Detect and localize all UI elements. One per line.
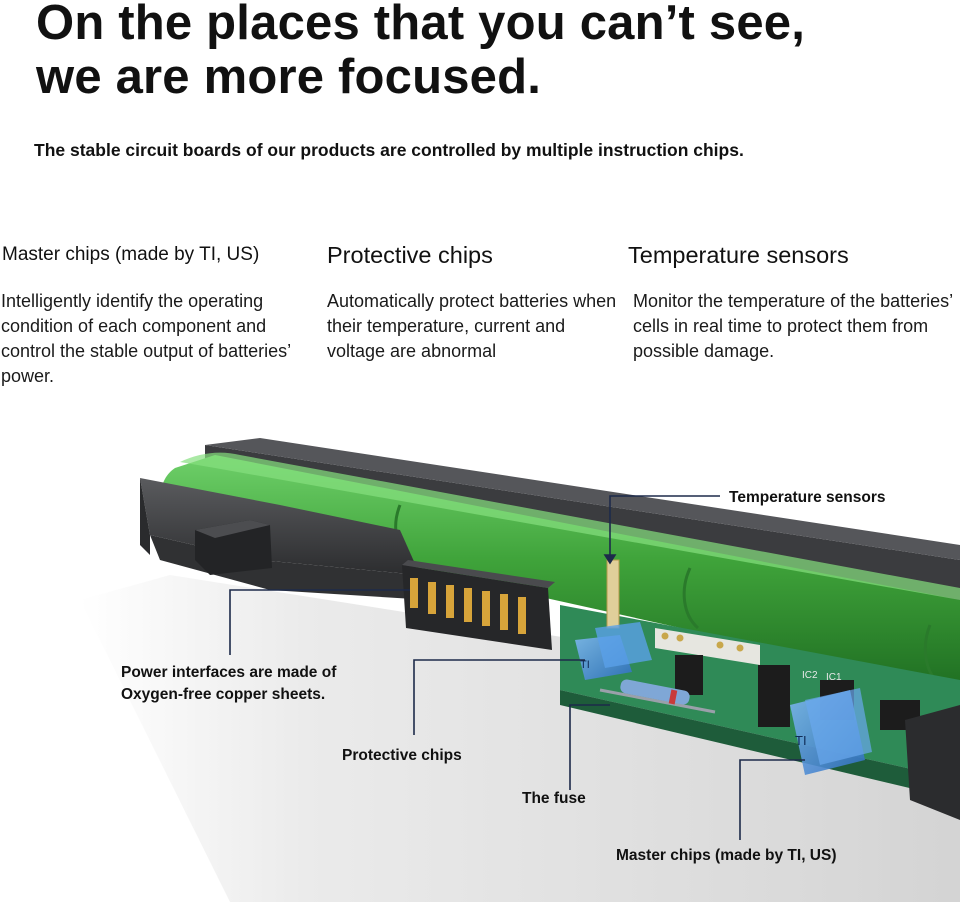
leader-temperature-arrow [603,554,617,565]
callout-master-chips: Master chips (made by TI, US) [616,847,837,864]
callout-protective-chips: Protective chips [342,747,462,764]
feature-desc-protective-chips: Automatically protect batteries when the… [327,291,617,361]
battery-end-cap [905,705,960,820]
feature-desc-master-chips: Intelligently identify the operating con… [1,291,291,386]
leader-protective [413,659,585,735]
protective-chip: TI [575,622,652,680]
feature-title-protective-chips: Protective chips [327,242,493,268]
leader-temperature [609,495,720,560]
power-interface-connector [402,560,555,650]
headline-line-2: we are more focused. [36,50,542,104]
callout-fuse: The fuse [522,790,586,807]
feature-desc-temperature-sensors: Monitor the temperature of the batteries… [633,291,953,361]
master-chip: TI [790,688,872,775]
callout-power-interfaces-line-1: Power interfaces are made of [121,664,337,681]
battery-cutaway-illustration: IC2 IC1 TI TI [80,438,960,902]
temperature-sensor [606,559,620,629]
leader-master [739,759,805,840]
callout-power-interfaces-line-2: Oxygen-free copper sheets. [121,686,325,703]
pcb-label-ic2: IC2 [802,670,818,681]
pcb-label-ic1: IC1 [826,672,842,683]
battery-case-front [140,478,430,600]
callout-temperature-sensors: Temperature sensors [729,489,886,506]
fuse [599,679,716,714]
feature-title-temperature-sensors: Temperature sensors [628,242,849,268]
headline-line-1: On the places that you can’t see, [36,0,806,50]
chip-label-ti-large: TI [795,733,807,748]
leader-power [229,589,410,655]
leader-lines [229,495,805,840]
leader-fuse [569,704,610,790]
subheadline: The stable circuit boards of our product… [34,140,744,160]
headline: On the places that you can’t see,we are … [36,0,936,104]
chip-label-ti-small: TI [580,659,590,671]
feature-title-master-chips: Master chips (made by TI, US) [2,244,260,265]
